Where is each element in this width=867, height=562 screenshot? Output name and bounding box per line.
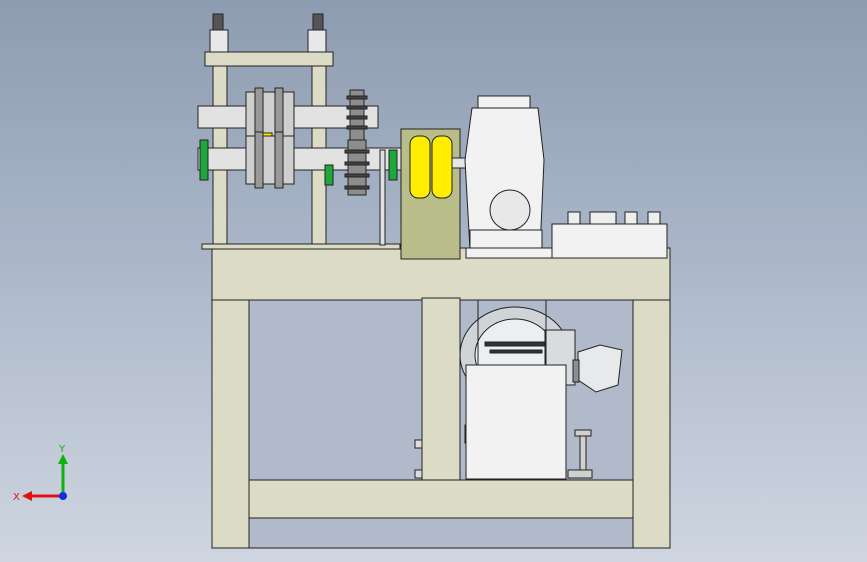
adjust-screws — [209, 13, 327, 53]
z-axis-dot — [59, 492, 67, 500]
tie-rod — [379, 149, 386, 246]
electrical-box — [465, 364, 567, 480]
frame-bolt — [414, 469, 423, 479]
upper-roller — [197, 87, 379, 145]
axis-triad: Y X — [13, 444, 68, 503]
drive-gears — [344, 89, 370, 196]
frame-bolt — [414, 439, 423, 449]
lower-roller — [197, 131, 404, 189]
y-arrowhead — [58, 454, 68, 464]
y-axis-label: Y — [58, 444, 66, 455]
x-arrowhead — [22, 491, 32, 501]
x-axis-label: X — [13, 492, 20, 503]
flexible-coupling — [409, 135, 453, 199]
adjust-bolt — [567, 429, 593, 479]
control-panel — [551, 211, 668, 259]
bearing-blocks — [199, 139, 398, 186]
gear-reducer — [464, 95, 554, 259]
